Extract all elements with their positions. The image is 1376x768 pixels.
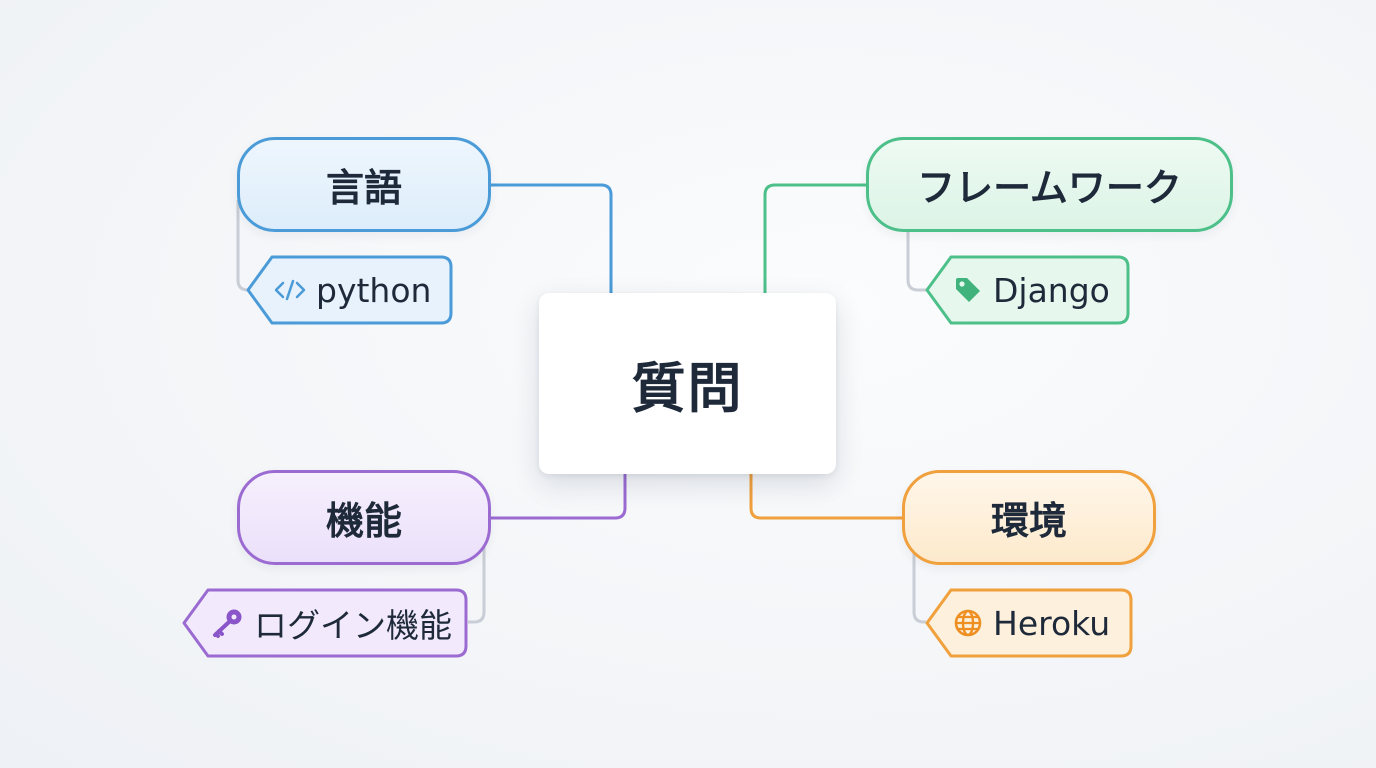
branch-lang[interactable]: 言語 <box>237 137 491 232</box>
connector-feature <box>491 474 627 520</box>
tag-login[interactable]: ログイン機能 <box>182 588 468 658</box>
center-label: 質問 <box>631 357 744 420</box>
connector-framework <box>763 183 866 293</box>
globe-icon <box>953 608 983 638</box>
tag-python-label: python <box>316 270 432 310</box>
tag-python-shape <box>246 255 453 325</box>
tag-django[interactable]: Django <box>925 255 1130 325</box>
connector-lang <box>491 183 613 293</box>
connector-feature-tag <box>468 540 486 624</box>
connector-framework-tag <box>906 232 926 292</box>
branch-feature[interactable]: 機能 <box>237 470 491 565</box>
tag-login-shape <box>182 588 468 658</box>
branch-lang-label: 言語 <box>325 166 402 210</box>
branch-feature-label: 機能 <box>325 499 402 543</box>
tag-django-label: Django <box>993 270 1110 310</box>
code-icon <box>274 278 306 302</box>
tag-python[interactable]: python <box>246 255 453 325</box>
tag-login-label: ログイン機能 <box>254 606 452 645</box>
connector-env <box>749 474 902 520</box>
tag-icon <box>953 275 983 305</box>
tag-heroku-label: Heroku <box>993 603 1111 643</box>
branch-framework-label: フレームワーク <box>917 166 1182 210</box>
key-icon <box>210 607 244 639</box>
branch-env-label: 環境 <box>990 499 1067 543</box>
branch-framework[interactable]: フレームワーク <box>866 137 1233 232</box>
branch-env[interactable]: 環境 <box>902 470 1156 565</box>
connector-env-tag <box>912 550 926 624</box>
tag-heroku-shape <box>925 588 1133 658</box>
tag-heroku[interactable]: Heroku <box>925 588 1133 658</box>
connector-lang-tag <box>236 200 249 292</box>
center-node[interactable]: 質問 <box>539 293 836 474</box>
tag-django-shape <box>925 255 1130 325</box>
